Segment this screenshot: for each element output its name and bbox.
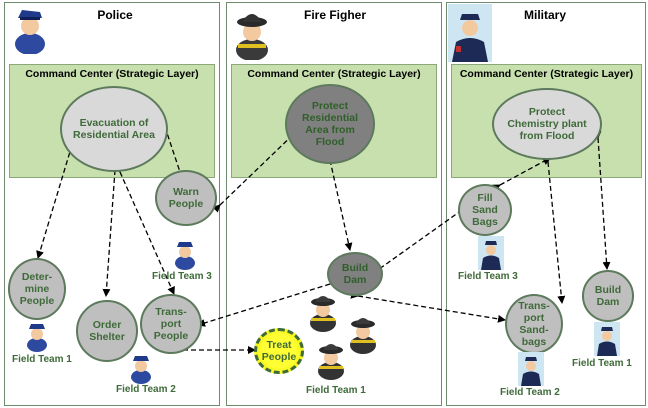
firefighter-icon [350, 318, 376, 354]
arrow-firegoal-dam [324, 152, 353, 251]
node-build-dam-military[interactable]: Build Dam [582, 270, 634, 322]
police-field-team-3-label: Field Team 3 [152, 271, 212, 282]
police-field-team-1-label: Field Team 1 [12, 354, 72, 365]
police-officer-icon [15, 10, 45, 54]
fire-field-team-1-label: Field Team 1 [306, 385, 366, 396]
firefighter-icon [236, 14, 268, 60]
military-field-team-3-icon [478, 236, 504, 270]
node-order-shelter[interactable]: Order Shelter [76, 300, 138, 362]
node-protect-chemistry-plant[interactable]: Protect Chemistry plant from Flood [492, 88, 602, 160]
military-field-team-3-label: Field Team 3 [458, 271, 518, 282]
military-officer-icon [448, 4, 492, 62]
arrow-fill-dam [374, 202, 471, 273]
node-treat-people[interactable]: Treat People [254, 328, 304, 374]
police-title: Police [97, 8, 133, 22]
command-center-label: Command Center (Strategic Layer) [459, 68, 634, 80]
police-field-team-2-icon [131, 356, 151, 384]
police-field-team-2-label: Field Team 2 [116, 384, 176, 395]
arrow-evac-order [102, 162, 120, 297]
arrow-warn-firegoal [212, 127, 301, 213]
node-transport-people[interactable]: Trans- port People [140, 294, 202, 354]
node-build-dam-fire[interactable]: Build Dam [327, 252, 383, 296]
arrow-fill-militarygoal [491, 157, 551, 192]
arrow-evac-warn [158, 119, 184, 179]
node-determine-people[interactable]: Deter- mine People [8, 258, 66, 320]
police-field-team-1-icon [27, 324, 47, 352]
arrow-evac-transport [113, 163, 175, 295]
military-field-team-2-label: Field Team 2 [500, 387, 560, 398]
military-title: Military [523, 8, 566, 22]
arrow-dam-transport [197, 278, 338, 327]
military-field-team-1-icon [594, 322, 620, 356]
node-evacuation-residential-area[interactable]: Evacuation of Residential Area [60, 86, 168, 172]
command-center-label: Command Center (Strategic Layer) [25, 68, 199, 80]
node-fill-sand-bags[interactable]: Fill Sand Bags [458, 184, 512, 236]
node-protect-residential-area[interactable]: Protect Residential Area from Flood [285, 84, 375, 164]
firefighter-icon [318, 344, 344, 380]
arrow-militarygoal-transport [543, 154, 566, 304]
military-field-team-1-label: Field Team 1 [572, 358, 632, 369]
arrow-militarygoal-builddam [593, 130, 611, 270]
arrow-dam-sandbags [350, 290, 506, 323]
military-field-team-2-icon [518, 352, 544, 386]
fire-title: Fire Figher [303, 8, 366, 22]
node-transport-sandbags[interactable]: Trans- port Sand- bags [505, 294, 563, 354]
arrow-evac-determine [36, 137, 78, 259]
police-field-team-3-icon [175, 242, 195, 270]
node-warn-people[interactable]: Warn People [155, 170, 217, 226]
command-center-label: Command Center (Strategic Layer) [247, 68, 421, 80]
firefighter-icon [310, 296, 336, 332]
